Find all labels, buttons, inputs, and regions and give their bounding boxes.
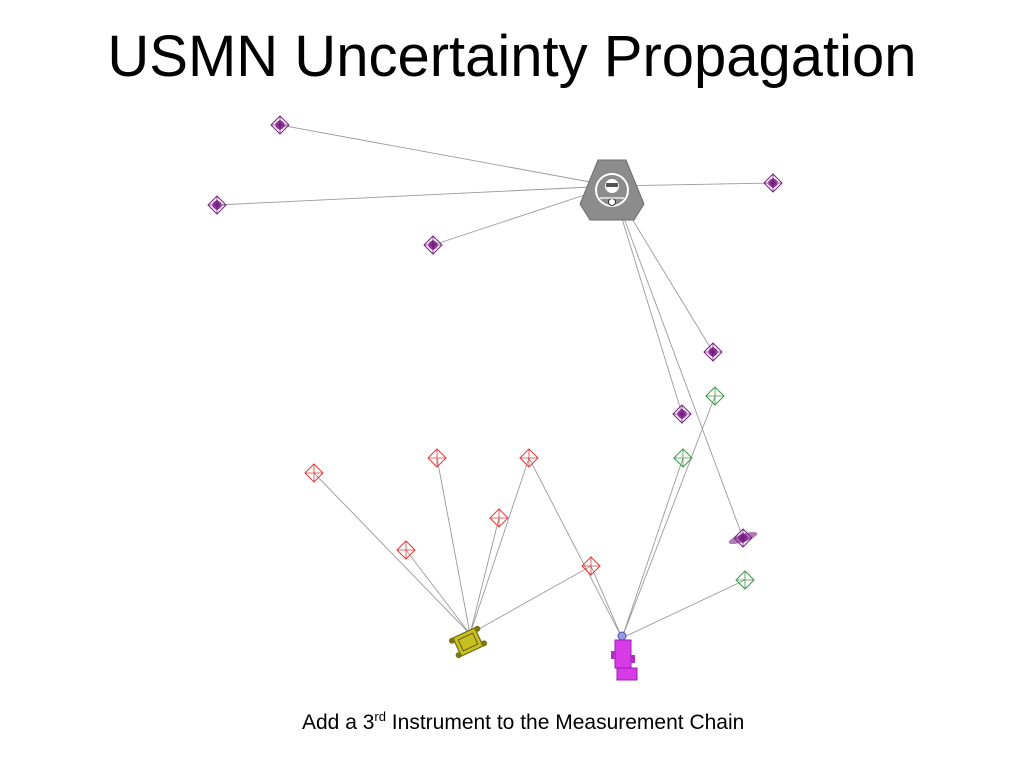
connection-line-magenta-r3 [528, 457, 623, 639]
connection-line-yellow-r4 [469, 565, 592, 635]
target-marker-g2 [673, 448, 693, 468]
target-marker-p1 [270, 115, 290, 135]
connection-lines [216, 124, 774, 639]
connection-line-yellow-r6 [405, 549, 471, 635]
target-marker-g3 [735, 570, 755, 590]
slide-caption: Add a 3rd Instrument to the Measurement … [302, 709, 744, 735]
target-marker-r6 [396, 540, 416, 560]
slide-title: USMN Uncertainty Propagation [107, 24, 917, 89]
connection-line-yellow-r1 [313, 472, 471, 635]
target-marker-p6 [672, 404, 692, 424]
connection-line-magenta-g1 [621, 395, 716, 639]
connection-line-yellow-r2 [436, 457, 471, 635]
target-markers [207, 115, 783, 590]
connection-line-magenta-r4 [590, 565, 623, 639]
connection-line-magenta-g3 [621, 579, 746, 639]
target-marker-r3 [519, 448, 539, 468]
target-marker-r4 [581, 556, 601, 576]
connection-line-magenta-g2 [621, 457, 684, 639]
connection-line-yellow-r5 [469, 517, 500, 635]
connection-line-tracker-p3 [432, 185, 613, 246]
target-marker-r2 [427, 448, 447, 468]
connection-line-tracker-p7 [611, 185, 744, 539]
target-marker-g1 [705, 386, 725, 406]
instruments [448, 159, 645, 681]
laser-tracker-instrument [579, 159, 645, 221]
connection-line-tracker-p4 [611, 182, 774, 187]
yellow-instrument [448, 625, 488, 659]
target-marker-p5 [703, 342, 723, 362]
connection-line-tracker-p2 [216, 185, 613, 206]
magenta-instrument [611, 631, 638, 681]
caption-text-end: Instrument to the Measurement Chain [385, 711, 745, 734]
connection-line-tracker-p1 [279, 124, 613, 187]
caption-text-start: Add a 3 [302, 711, 375, 734]
target-marker-p3 [423, 235, 443, 255]
target-marker-r5 [489, 508, 509, 528]
target-marker-p7 [728, 528, 758, 548]
target-marker-p4 [763, 173, 783, 193]
connection-line-tracker-p6 [611, 185, 683, 415]
caption-superscript: rd [374, 709, 386, 724]
target-marker-r1 [304, 463, 324, 483]
target-marker-p2 [207, 195, 227, 215]
connection-line-yellow-r3 [469, 457, 530, 635]
